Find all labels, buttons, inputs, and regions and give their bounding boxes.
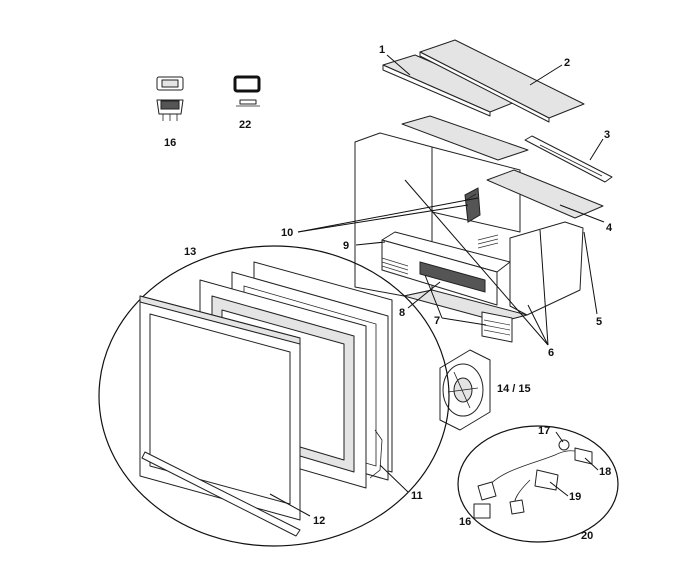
callout-4: 4	[606, 222, 613, 234]
cooling-fan	[439, 349, 491, 431]
top-panel-front	[382, 54, 521, 117]
callout-8: 8	[399, 307, 406, 319]
top-panel-rear	[419, 39, 585, 123]
left-vent-grille	[381, 257, 409, 279]
door-assembly	[139, 261, 393, 537]
callout-9: 9	[343, 240, 350, 252]
harness-assembly-outline	[457, 425, 619, 543]
callout-22: 22	[239, 119, 252, 131]
callout-5: 5	[596, 316, 603, 328]
callout-16-switch: 16	[164, 137, 177, 149]
top-right-panel	[486, 169, 604, 219]
top-inner-panel	[401, 115, 529, 161]
switch-bezel-part	[233, 75, 261, 107]
hinge-rail	[524, 135, 613, 183]
leader-lines	[269, 54, 605, 517]
wiring-harness	[473, 439, 593, 519]
callout-18: 18	[599, 466, 612, 478]
callout-19: 19	[569, 491, 582, 503]
front-control-panel	[381, 231, 513, 343]
door-assembly-outline	[98, 245, 450, 547]
callout-13: 13	[184, 246, 197, 258]
rocker-switch-part	[156, 76, 184, 121]
callout-2: 2	[564, 57, 571, 69]
callout-3: 3	[604, 129, 611, 141]
callout-16-harness: 16	[459, 516, 472, 528]
callout-10: 10	[281, 227, 294, 239]
callout-7: 7	[434, 315, 441, 327]
callout-17: 17	[538, 425, 551, 437]
callout-14-15: 14 / 15	[497, 383, 531, 395]
callout-12: 12	[313, 515, 326, 527]
callout-1: 1	[379, 44, 386, 56]
callout-20: 20	[581, 530, 594, 542]
callout-11: 11	[411, 490, 423, 502]
callout-6: 6	[548, 347, 555, 359]
